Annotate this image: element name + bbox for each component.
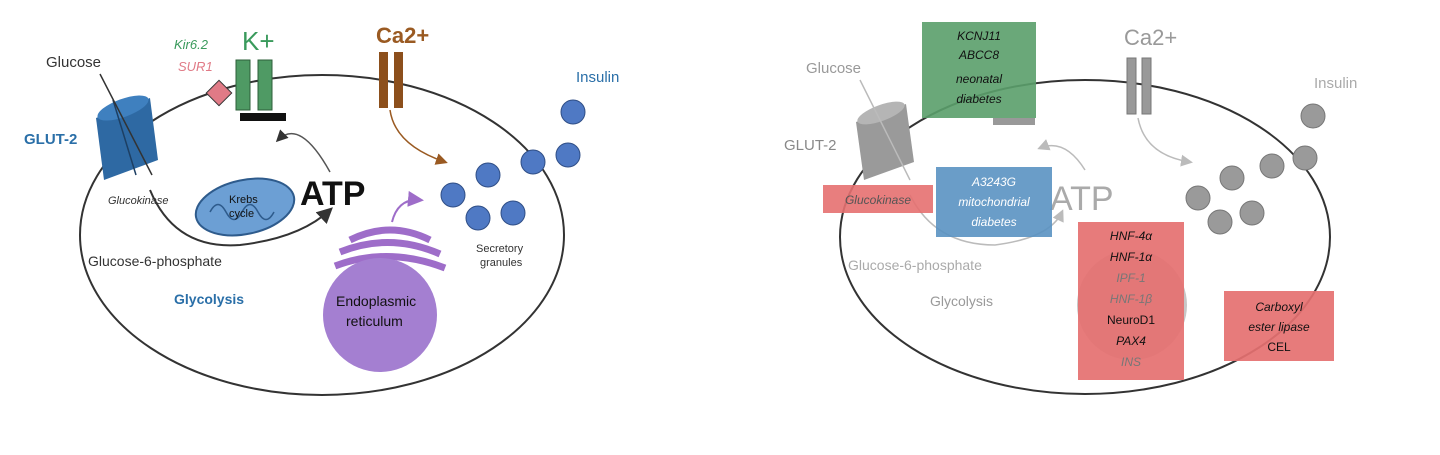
granule [1207, 209, 1233, 235]
er-label-line1: Endoplasmic [336, 293, 416, 309]
mito-line3: diabetes [971, 215, 1016, 229]
glucose-arrow-line [99, 73, 153, 176]
sur1-label: SUR1 [178, 59, 213, 74]
g6p-label: Glucose-6-phosphate [88, 253, 222, 269]
ca-to-granules-arrow [389, 109, 448, 165]
krebs-label-line2: cycle [229, 208, 254, 220]
granule [555, 142, 581, 168]
granule [1185, 185, 1211, 211]
mito-line2: mitochondrial [958, 195, 1030, 209]
beta-cell-membrane [79, 74, 565, 396]
atp-to-k-arrow [275, 129, 331, 173]
insulin-label-faded: Insulin [1314, 75, 1357, 92]
cel-box: Carboxyl ester lipase CEL [1224, 291, 1334, 361]
er-to-granules-arrow [391, 190, 424, 223]
kcnj11-line1: KCNJ11 [957, 29, 1001, 43]
secretory-label-line2: granules [480, 257, 523, 269]
glycolysis-label: Glycolysis [174, 291, 244, 307]
sur1-diamond [205, 79, 233, 107]
kcnj11-line2: ABCC8 [958, 48, 999, 62]
glucokinase-box: Glucokinase [823, 185, 933, 213]
kcnj11-line3: neonatal [956, 72, 1002, 86]
secretory-label-line1: Secretory [476, 243, 524, 255]
glucose-label: Glucose [46, 54, 101, 71]
glut2-transporter-faded [856, 101, 914, 180]
cel-line3: CEL [1267, 340, 1291, 354]
beta-cell-membrane-faded [839, 79, 1331, 395]
granule [500, 200, 526, 226]
krebs-label-line1: Krebs [229, 194, 258, 206]
granule [1300, 103, 1326, 129]
glucokinase-box-label: Glucokinase [845, 193, 911, 207]
insulin-granules [440, 99, 586, 231]
mody-genes-box: HNF-4α HNF-1α IPF-1 HNF-1β NeuroD1 PAX4 … [1078, 222, 1184, 380]
mody-line7: INS [1121, 355, 1141, 369]
mody-line3: IPF-1 [1116, 271, 1145, 285]
glucokinase-pathway-arrow [149, 189, 333, 247]
granule [440, 182, 466, 208]
kir62-label: Kir6.2 [174, 37, 209, 52]
cel-line2: ester lipase [1248, 320, 1310, 334]
mito-line1: A3243G [971, 175, 1016, 189]
kcnj11-box: KCNJ11 ABCC8 neonatal diabetes [922, 22, 1036, 118]
granule [520, 149, 546, 175]
insulin-granules-faded [1185, 103, 1326, 235]
mody-line5: NeuroD1 [1107, 313, 1155, 327]
glucose-label-faded: Glucose [806, 60, 861, 77]
glucokinase-label: Glucokinase [108, 195, 169, 207]
k-plus-label: K+ [242, 26, 275, 56]
mitochondrial-box: A3243G mitochondrial diabetes [936, 167, 1052, 237]
mody-line6: PAX4 [1116, 334, 1146, 348]
granule [1239, 200, 1265, 226]
kcnj11-line4: diabetes [956, 92, 1001, 106]
glut2-label-faded: GLUT-2 [784, 137, 837, 154]
mitochondrion [194, 177, 296, 237]
granule [1219, 165, 1245, 191]
endoplasmic-reticulum [323, 226, 447, 372]
ca2-plus-label: Ca2+ [376, 23, 429, 48]
k-channel [235, 59, 286, 121]
glut2-transporter [96, 95, 158, 180]
granule [475, 162, 501, 188]
glycolysis-label-faded: Glycolysis [930, 293, 993, 309]
mody-line1: HNF-4α [1110, 229, 1153, 243]
glut2-label: GLUT-2 [24, 131, 77, 148]
insulin-label: Insulin [576, 69, 619, 86]
right-panel: Glucose Ca2+ Insulin GLUT-2 ATP Glucose-… [784, 22, 1357, 395]
granule [560, 99, 586, 125]
cel-line1: Carboxyl [1255, 300, 1303, 314]
atp-to-k-arrow-faded [1037, 139, 1086, 171]
mody-line4: HNF-1β [1110, 292, 1152, 306]
k-channel-faded [993, 118, 1035, 125]
granule [1292, 145, 1318, 171]
ca-to-granules-arrow-faded [1137, 117, 1193, 167]
glucose-arrow-line-faded [859, 79, 911, 181]
ca2-plus-label-faded: Ca2+ [1124, 25, 1177, 50]
granule [1259, 153, 1285, 179]
granule [465, 205, 491, 231]
ca-channel-faded [1126, 57, 1152, 115]
mody-line2: HNF-1α [1110, 250, 1153, 264]
atp-label: ATP [300, 175, 365, 213]
g6p-label-faded: Glucose-6-phosphate [848, 257, 982, 273]
atp-label-faded: ATP [1050, 180, 1114, 218]
left-panel: Glucose Kir6.2 SUR1 K+ Ca2+ Insulin GLUT… [24, 23, 619, 396]
er-label-line2: reticulum [346, 313, 403, 329]
ca-channel [379, 52, 403, 108]
